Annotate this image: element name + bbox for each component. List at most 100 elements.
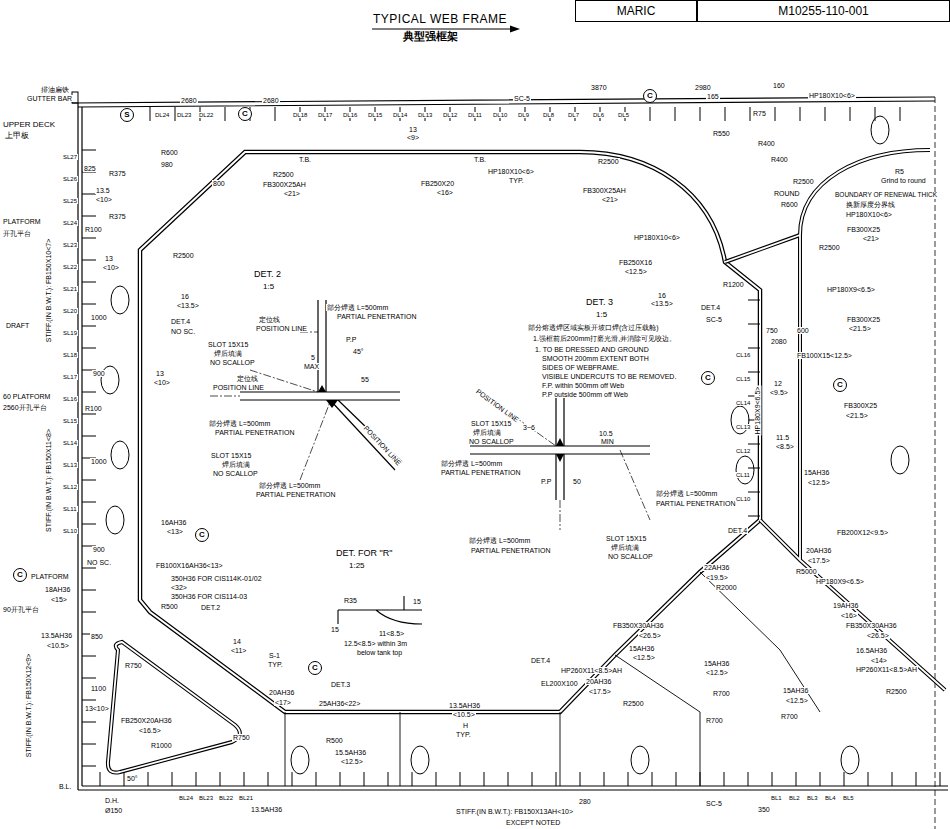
annotation-label: 换新厚度分界线 — [845, 201, 896, 208]
annotation-label: T.B. — [473, 156, 487, 163]
annotation-label: SL12 — [62, 484, 78, 490]
annotation-label: R5 — [894, 168, 905, 175]
annotation-label: SL17 — [62, 374, 78, 380]
annotation-label: SIDES OF WEBFRAME. — [541, 364, 620, 371]
annotation-label: 12.5<8.5> within 3m — [343, 640, 408, 647]
annotation-label: <9.5> — [769, 389, 789, 396]
annotation-label: 1.强框前后200mm打磨光滑,并消除可见咬边。 — [532, 335, 677, 342]
annotation-label: 2080 — [770, 338, 788, 345]
annotation-label: PARTIAL PENETRATION — [470, 547, 551, 554]
annotation-label: DL6 — [592, 112, 605, 118]
annotation-label: FB300X25AH — [582, 187, 627, 194]
annotation-label: <12.5> — [340, 758, 364, 765]
det2-weld-2 — [326, 400, 338, 408]
annotation-label: HP180X9<6.5> — [815, 578, 865, 585]
annotation-label: PARTIAL PENETRATION — [336, 313, 417, 320]
annotation-label: 13.5AH36 — [40, 632, 73, 639]
annotation-label: DL22 — [198, 112, 214, 118]
annotation-label: H — [462, 722, 469, 729]
annotation-label: FB350X30AH36 — [845, 622, 898, 629]
annotation-label: 800 — [212, 180, 226, 187]
annotation-label: R400 — [757, 140, 776, 147]
annotation-label: HP260X11<8.5>AH — [855, 666, 918, 673]
annotation-label: SL24 — [62, 220, 78, 226]
drawing-title: TYPICAL WEB FRAME — [372, 13, 508, 25]
annotation-label: 15AH36 — [803, 469, 830, 476]
annotation-label: <19.5> — [705, 574, 729, 581]
annotation-label: <21.5> — [848, 325, 872, 332]
annotation-label: NO SCALLOP — [468, 438, 515, 445]
callout-letter: C — [199, 531, 205, 539]
annotation-label: R2500 — [597, 158, 620, 165]
annotation-label: HP180X10<6> — [845, 211, 893, 218]
annotation-label: <17> — [274, 699, 292, 706]
annotation-label: R2500 — [172, 252, 195, 259]
annotation-label: 11.5 — [775, 434, 790, 441]
annotation-label: 1:25 — [348, 562, 366, 570]
annotation-label: SL22 — [62, 264, 78, 270]
annotation-label: <13.5> — [176, 302, 200, 309]
annotation-label: R500 — [325, 737, 344, 744]
annotation-label: R700 — [705, 717, 724, 724]
annotation-label: R750 — [124, 662, 143, 669]
annotation-label: CL14 — [735, 400, 751, 406]
annotation-label: BL23 — [198, 795, 214, 801]
bottom-stiffeners — [100, 772, 940, 786]
annotation-label: FB100X15<12.5> — [796, 352, 853, 359]
annotation-label: 825 — [83, 165, 97, 172]
annotation-label: 19AH36 — [832, 602, 859, 609]
annotation-label: SL23 — [62, 242, 78, 248]
annotation-label: B.L. — [58, 783, 72, 790]
annotation-label: BL3 — [806, 795, 819, 801]
annotation-label: POSITION LINE — [212, 384, 265, 391]
annotation-label: FB100X16AH36<13> — [155, 562, 224, 569]
callout-circle: S — [120, 108, 134, 122]
side-tank-web — [725, 150, 945, 690]
hopper-brackets — [285, 572, 820, 786]
annotation-label: 部分焊透 L=500mm — [440, 460, 503, 467]
callout-letter: C — [705, 374, 711, 382]
annotation-label: 15 — [330, 626, 340, 633]
annotation-label: <16> — [840, 612, 858, 619]
annotation-label: R700 — [780, 713, 799, 720]
annotation-label: CL12 — [735, 448, 751, 454]
annotation-label: 850 — [90, 633, 104, 640]
annotation-label: <12.5> — [624, 268, 648, 275]
title-block-cell: MARIC — [575, 0, 697, 22]
annotation-label: <13> — [166, 528, 184, 535]
annotation-label: SL25 — [62, 198, 78, 204]
annotation-label: SLOT 15X15 — [210, 452, 252, 459]
annotation-label: FB350X30AH36 — [612, 622, 665, 629]
annotation-label: 20AH36 — [805, 547, 832, 554]
annotation-label: 1100 — [90, 685, 107, 692]
annotation-label: 16 — [657, 292, 667, 299]
annotation-label: 部分焊透 L=500mm — [468, 537, 531, 544]
annotation-label: GUTTER BAR — [26, 95, 73, 102]
annotation-label: DL17 — [317, 112, 333, 118]
annotation-label: <17.5> — [807, 557, 831, 564]
annotation-label: TYP. — [508, 177, 525, 184]
annotation-label: 2980 — [694, 84, 712, 91]
annotation-label: DET. FOR "R" — [335, 549, 393, 558]
annotation-label: R100 — [84, 405, 103, 412]
annotation-label: R2500 — [622, 700, 645, 707]
annotation-label: 13.5AH36 — [448, 702, 481, 709]
annotation-label: 60 PLATFORM — [2, 393, 51, 400]
annotation-label: 焊后填满 — [472, 429, 502, 436]
annotation-label: MAX — [303, 363, 320, 370]
annotation-label: 20AH36 — [268, 689, 295, 696]
annotation-label: SLOT 15X15 — [207, 341, 249, 348]
annotation-label: 1. TO BE DRESSED AND GROUND — [534, 346, 650, 353]
annotation-label: <8.5> — [775, 443, 795, 450]
annotation-label: BL22 — [218, 795, 234, 801]
annotation-label: DRAFT — [5, 322, 30, 329]
annotation-label: 13 — [155, 370, 165, 377]
annotation-label: <21> — [283, 190, 301, 197]
annotation-label: DL12 — [442, 112, 458, 118]
annotation-label: 18AH36 — [44, 586, 71, 593]
annotation-label: R100 — [84, 226, 103, 233]
annotation-label: 部分熔透焊区域实板开坡口焊(含过压载舱) — [527, 324, 660, 331]
annotation-label: FB300X25 — [843, 402, 878, 409]
annotation-label: BL24 — [178, 795, 194, 801]
annotation-label: <10> — [153, 379, 171, 386]
